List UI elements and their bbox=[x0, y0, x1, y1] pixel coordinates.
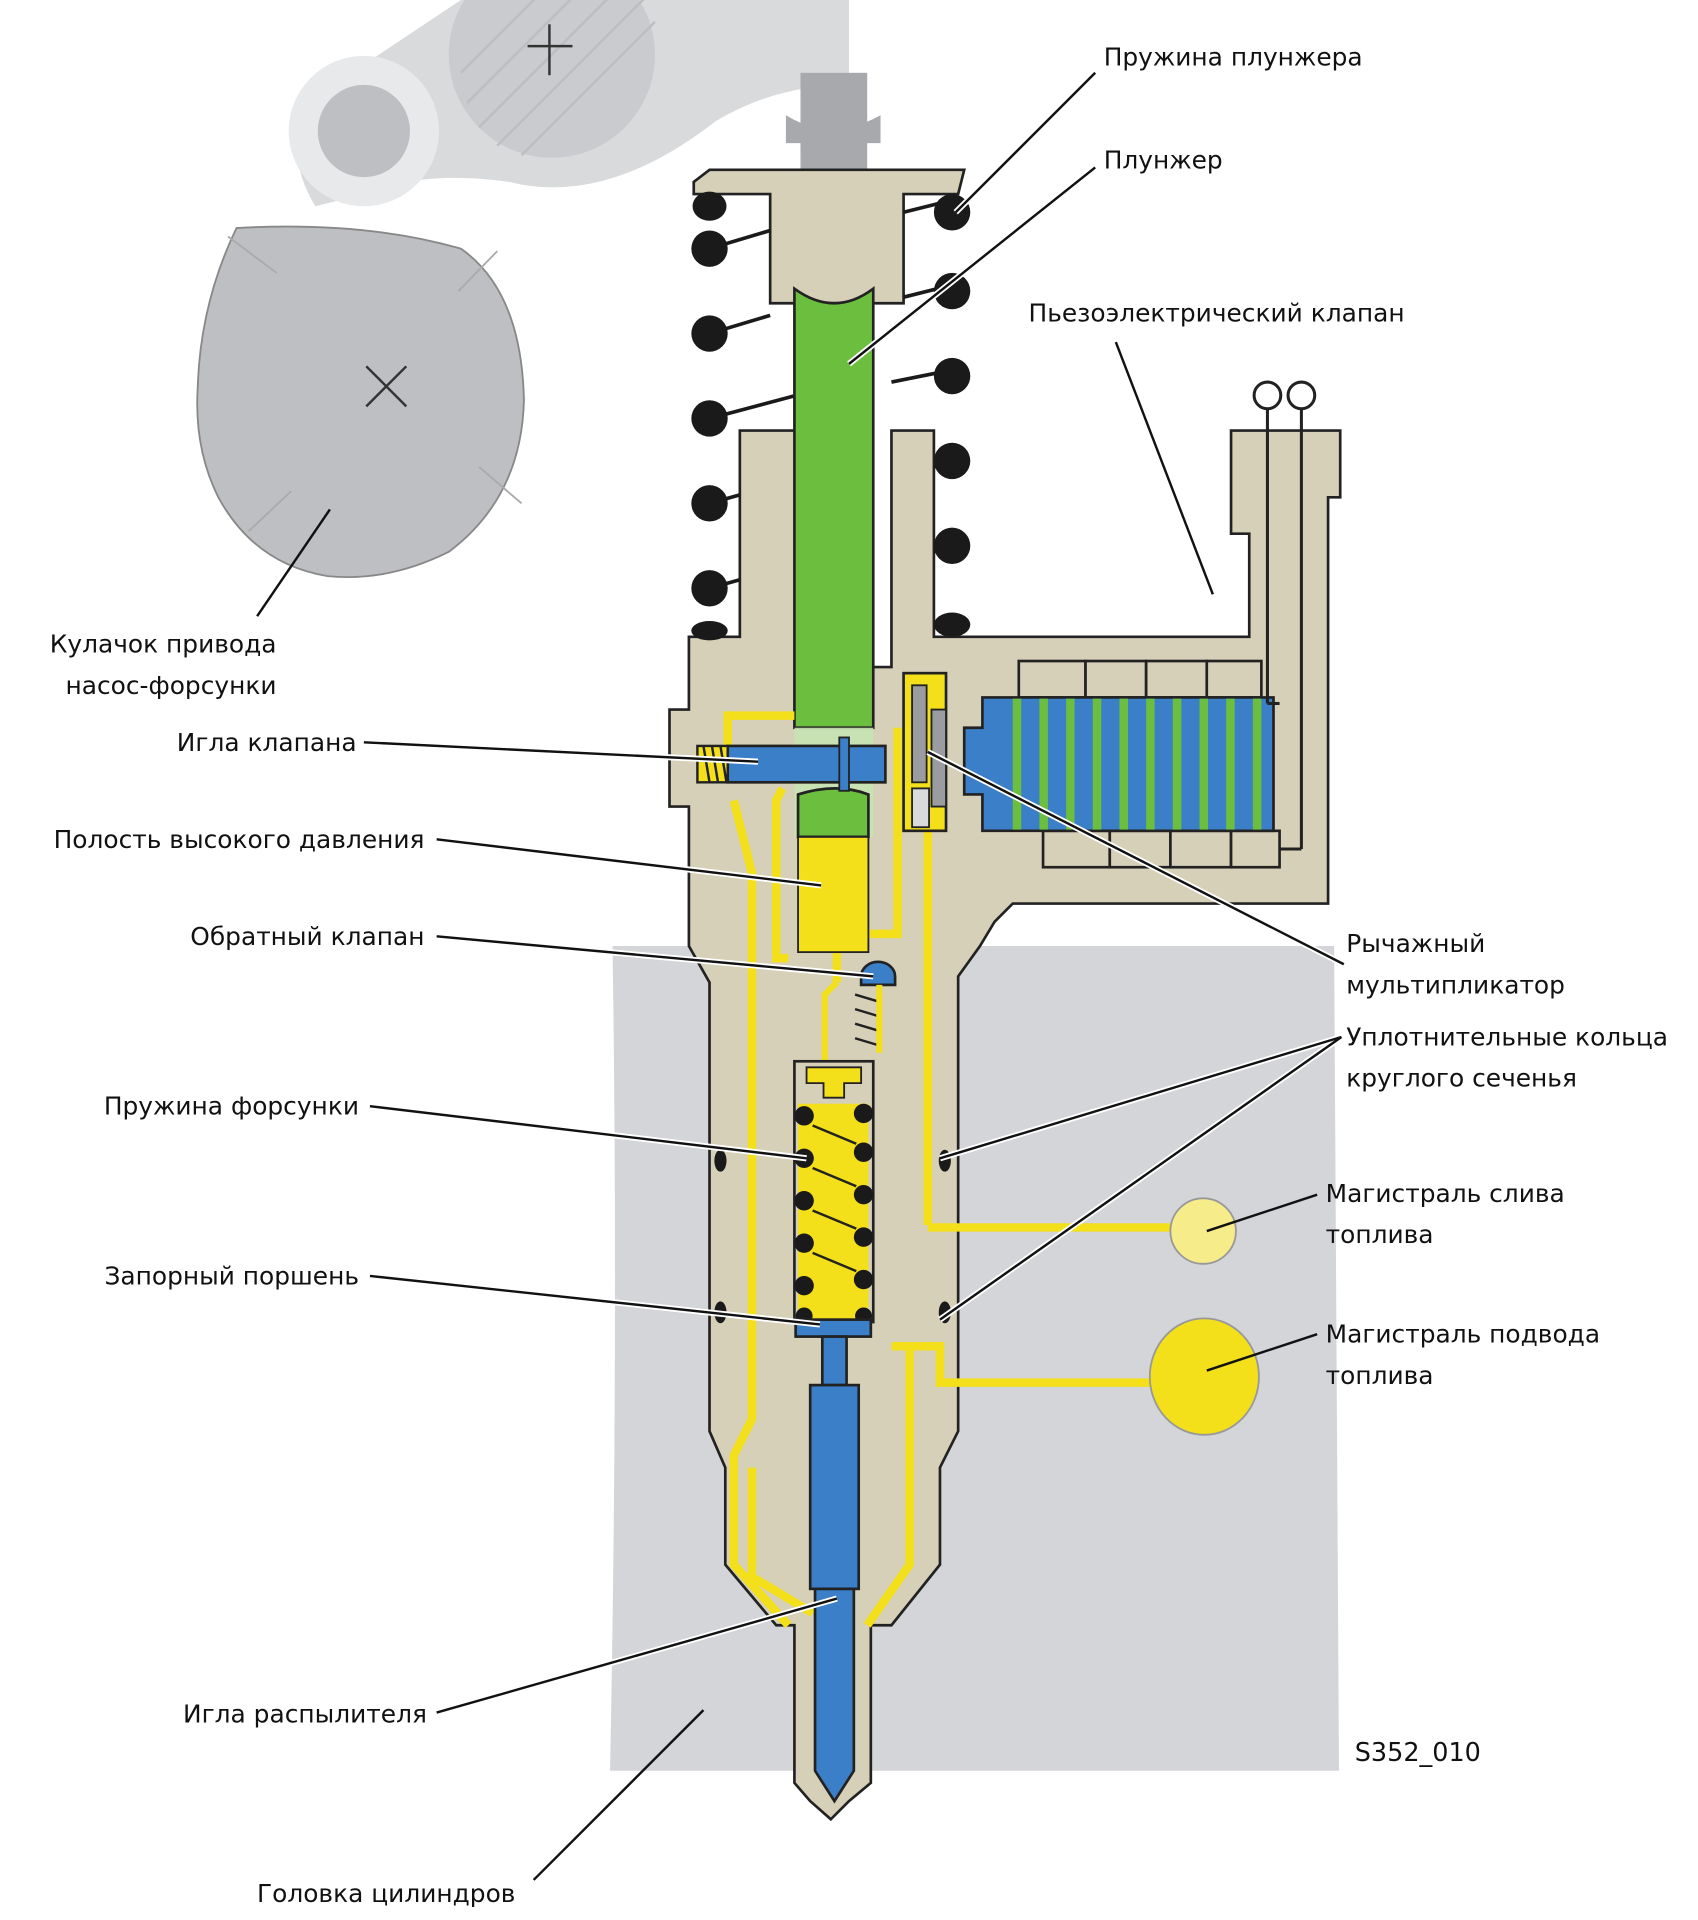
leader-plunger-spring bbox=[954, 71, 1097, 214]
leader-check-valve bbox=[436, 935, 874, 978]
nozzle-needle bbox=[808, 1383, 861, 1804]
leader-plunger bbox=[848, 166, 1096, 365]
cam bbox=[196, 225, 525, 579]
cam-center-icon bbox=[365, 365, 408, 408]
label-return-1: Магистраль слива bbox=[1326, 1179, 1565, 1208]
leader-cylinder-head bbox=[532, 1709, 705, 1881]
leader-shutoff-piston bbox=[369, 1274, 821, 1326]
labels: Пружина плунжера Плунжер Пьезоэлектричес… bbox=[50, 43, 1668, 1908]
leader-injector-spring bbox=[369, 1104, 807, 1160]
valve-needle-spring bbox=[696, 744, 729, 784]
leader-oring-2 bbox=[939, 1036, 1343, 1321]
check-valve bbox=[821, 960, 897, 1068]
plunger-spring bbox=[691, 191, 971, 641]
label-nozzle-needle: Игла распылителя bbox=[183, 1699, 427, 1728]
label-orings-1: Уплотнительные кольца bbox=[1346, 1023, 1668, 1052]
label-cylinder-head: Головка цилиндров bbox=[257, 1879, 515, 1908]
label-lever-2: мультипликатор bbox=[1346, 970, 1565, 999]
label-orings-2: круглого сеченья bbox=[1346, 1064, 1577, 1093]
rocker-pivot-icon bbox=[527, 24, 573, 76]
fuel-supply-line bbox=[1148, 1317, 1260, 1436]
leader-nozzle-needle bbox=[436, 1597, 838, 1714]
label-return-2: топлива bbox=[1326, 1220, 1434, 1249]
label-cam-1: Кулачок привода bbox=[50, 630, 277, 659]
leader-piezo-valve bbox=[1114, 341, 1214, 595]
label-valve-needle: Игла клапана bbox=[177, 728, 357, 757]
leader-lever bbox=[927, 750, 1345, 966]
label-injector-spring: Пружина форсунки bbox=[104, 1092, 359, 1121]
label-shutoff-piston: Запорный поршень bbox=[104, 1261, 359, 1290]
label-piezo-valve: Пьезоэлектрический клапан bbox=[1029, 298, 1405, 327]
leader-oring-1 bbox=[939, 1035, 1342, 1160]
rocker-arm bbox=[288, 0, 849, 207]
label-cam-2: насос-форсунки bbox=[65, 671, 276, 700]
label-supply-2: топлива bbox=[1326, 1361, 1434, 1390]
label-lever-1: Рычажный bbox=[1346, 929, 1485, 958]
high-pressure-chamber bbox=[797, 835, 870, 954]
fuel-return-line bbox=[1169, 1197, 1237, 1265]
label-check-valve: Обратный клапан bbox=[190, 922, 424, 951]
label-supply-1: Магистраль подвода bbox=[1326, 1320, 1600, 1349]
leader-lines bbox=[256, 70, 1346, 1881]
leader-hp-chamber bbox=[436, 838, 822, 887]
label-hp-chamber: Полость высокого давления bbox=[54, 825, 425, 854]
label-plunger-spring: Пружина плунжера bbox=[1104, 43, 1363, 72]
leader-supply bbox=[1206, 1333, 1318, 1372]
lever-multiplier bbox=[902, 671, 948, 833]
label-plunger: Плунжер bbox=[1104, 146, 1223, 175]
valve-needle bbox=[696, 736, 887, 792]
electrical-connector-icon bbox=[1252, 380, 1317, 851]
leader-cam bbox=[256, 508, 331, 617]
injector-spring bbox=[793, 1059, 875, 1325]
leader-valve-needle bbox=[363, 741, 759, 763]
leader-return bbox=[1206, 1193, 1318, 1233]
figure-code: S352_010 bbox=[1355, 1738, 1481, 1768]
